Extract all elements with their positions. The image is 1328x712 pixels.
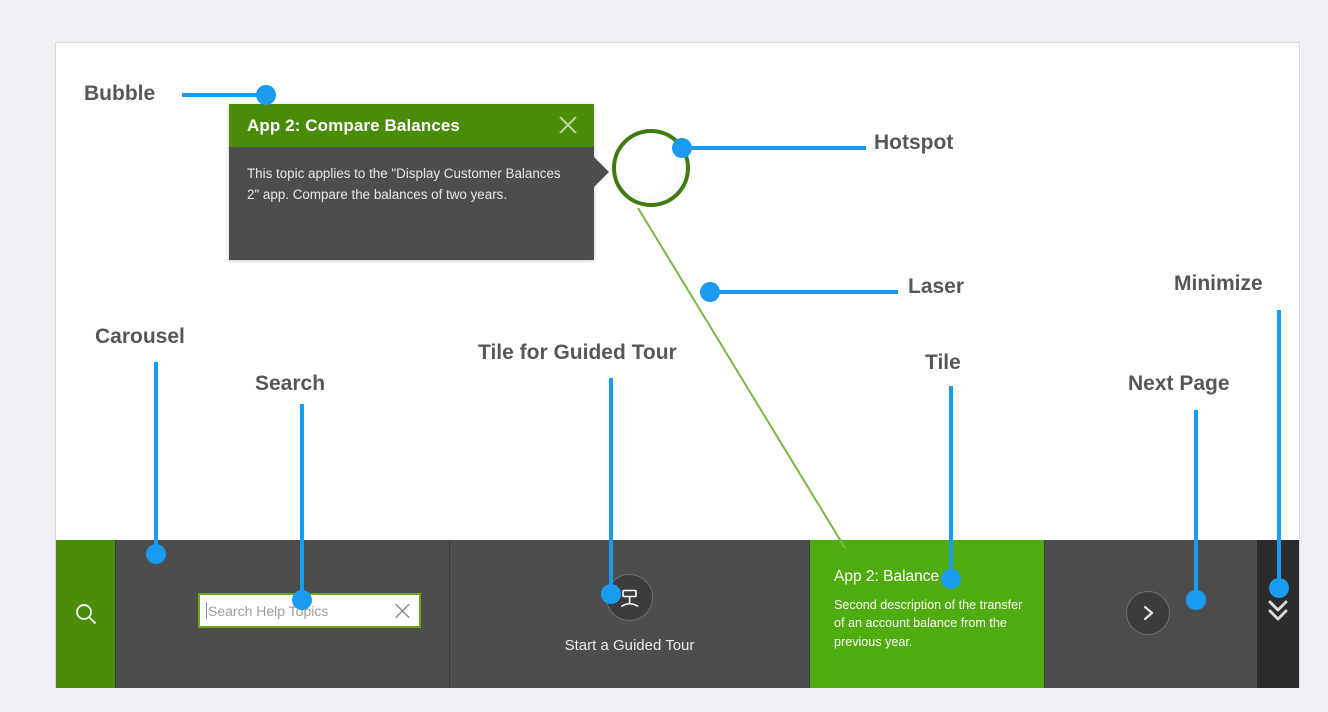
help-carousel: Search Help Topics Start a Guided Tour A… [56,540,1299,688]
guided-tour-icon-wrap [606,574,653,621]
bubble-tail [593,156,609,188]
carousel-search-tile: Search Help Topics [115,540,449,688]
bubble-title: App 2: Compare Balances [247,115,460,135]
callout-bubble: Bubble [84,82,156,105]
search-icon [75,604,96,624]
double-chevron-down-icon [1268,600,1288,621]
callout-tile: Tile [925,351,961,374]
carousel-next-tile [1044,540,1257,688]
callout-next-page: Next Page [1128,372,1230,395]
tile-start-guided-tour[interactable]: Start a Guided Tour [449,540,809,688]
callout-hotspot: Hotspot [874,131,954,154]
minimize-button[interactable] [1257,540,1299,688]
chevron-right-icon [1143,605,1154,621]
signpost-icon [620,589,638,607]
callout-tour-tile: Tile for Guided Tour [478,341,677,364]
tile-description: Second description of the transfer of an… [834,598,1023,649]
search-input[interactable]: Search Help Topics [198,593,421,628]
bubble-header: App 2: Compare Balances [229,104,594,147]
callout-minimize: Minimize [1174,272,1263,295]
callout-laser: Laser [908,275,965,298]
callout-carousel: Carousel [95,325,185,348]
help-bubble: App 2: Compare Balances This topic appli… [229,104,609,260]
guided-tour-label: Start a Guided Tour [564,637,695,654]
next-page-button[interactable] [1126,591,1170,635]
bubble-body: This topic applies to the "Display Custo… [247,166,561,202]
callout-search: Search [255,372,326,395]
carousel-search-panel[interactable] [56,540,115,688]
hotspot-ring[interactable] [612,129,690,207]
search-placeholder: Search Help Topics [208,602,329,619]
close-icon[interactable] [542,104,594,147]
tile-app2-balance[interactable]: App 2: Balance Second description of the… [809,540,1044,688]
text-caret [206,602,207,619]
clear-icon[interactable] [385,595,419,626]
tile-title: App 2: Balance [834,568,940,585]
